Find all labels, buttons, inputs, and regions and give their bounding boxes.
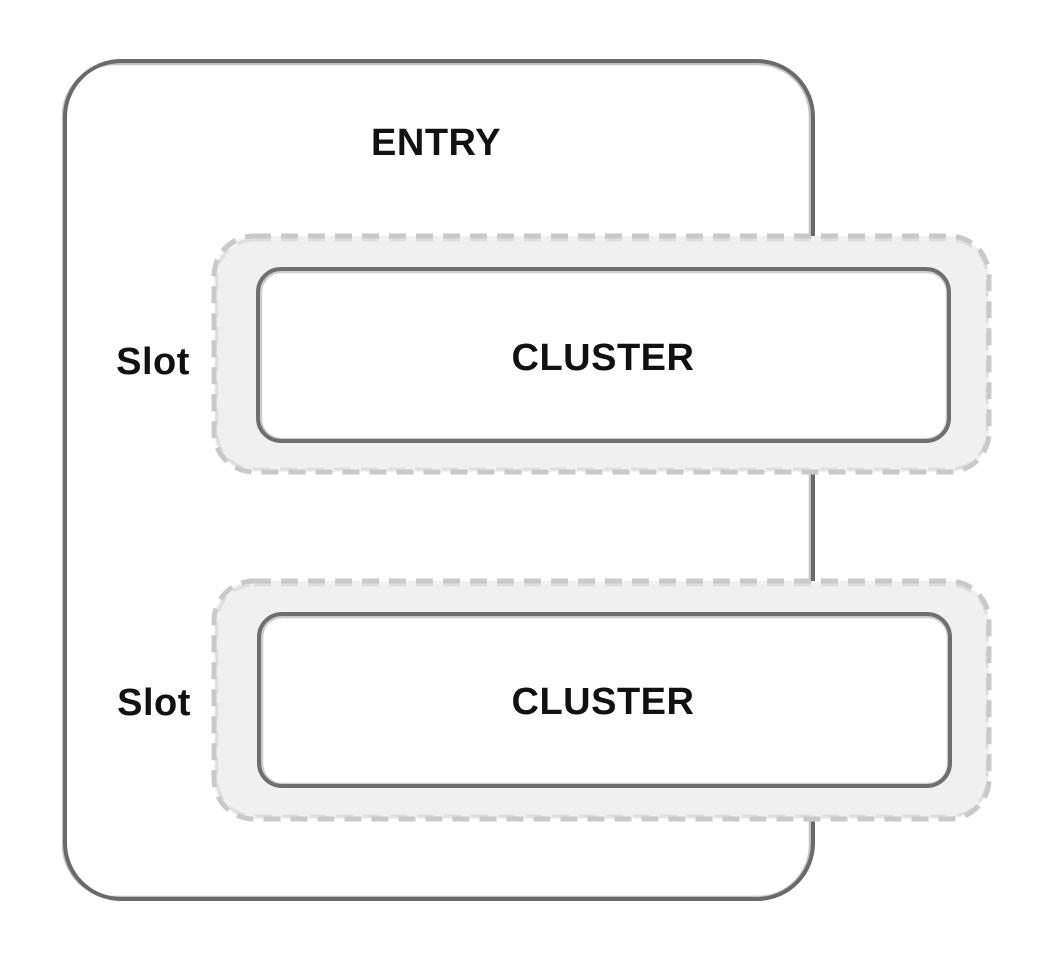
cluster-2-box bbox=[257, 612, 952, 788]
slot-1-region: CLUSTER Slot bbox=[116, 233, 992, 475]
slot-1-label: Slot bbox=[116, 341, 190, 383]
cluster-1-label: CLUSTER bbox=[512, 337, 695, 379]
cluster-1-sketch-line bbox=[259, 270, 949, 441]
entry-container-sketch-line bbox=[61, 62, 812, 899]
entry-label: ENTRY bbox=[371, 122, 501, 164]
cluster-2-label: CLUSTER bbox=[512, 681, 695, 723]
slot-2-label: Slot bbox=[117, 682, 191, 724]
slot-1-dashed-sketch-line bbox=[215, 238, 989, 471]
cluster-2-sketch-line bbox=[260, 615, 950, 786]
slot-2-region: CLUSTER Slot bbox=[117, 578, 992, 822]
cluster-1-box bbox=[256, 267, 951, 443]
entry-container-box bbox=[63, 59, 815, 901]
